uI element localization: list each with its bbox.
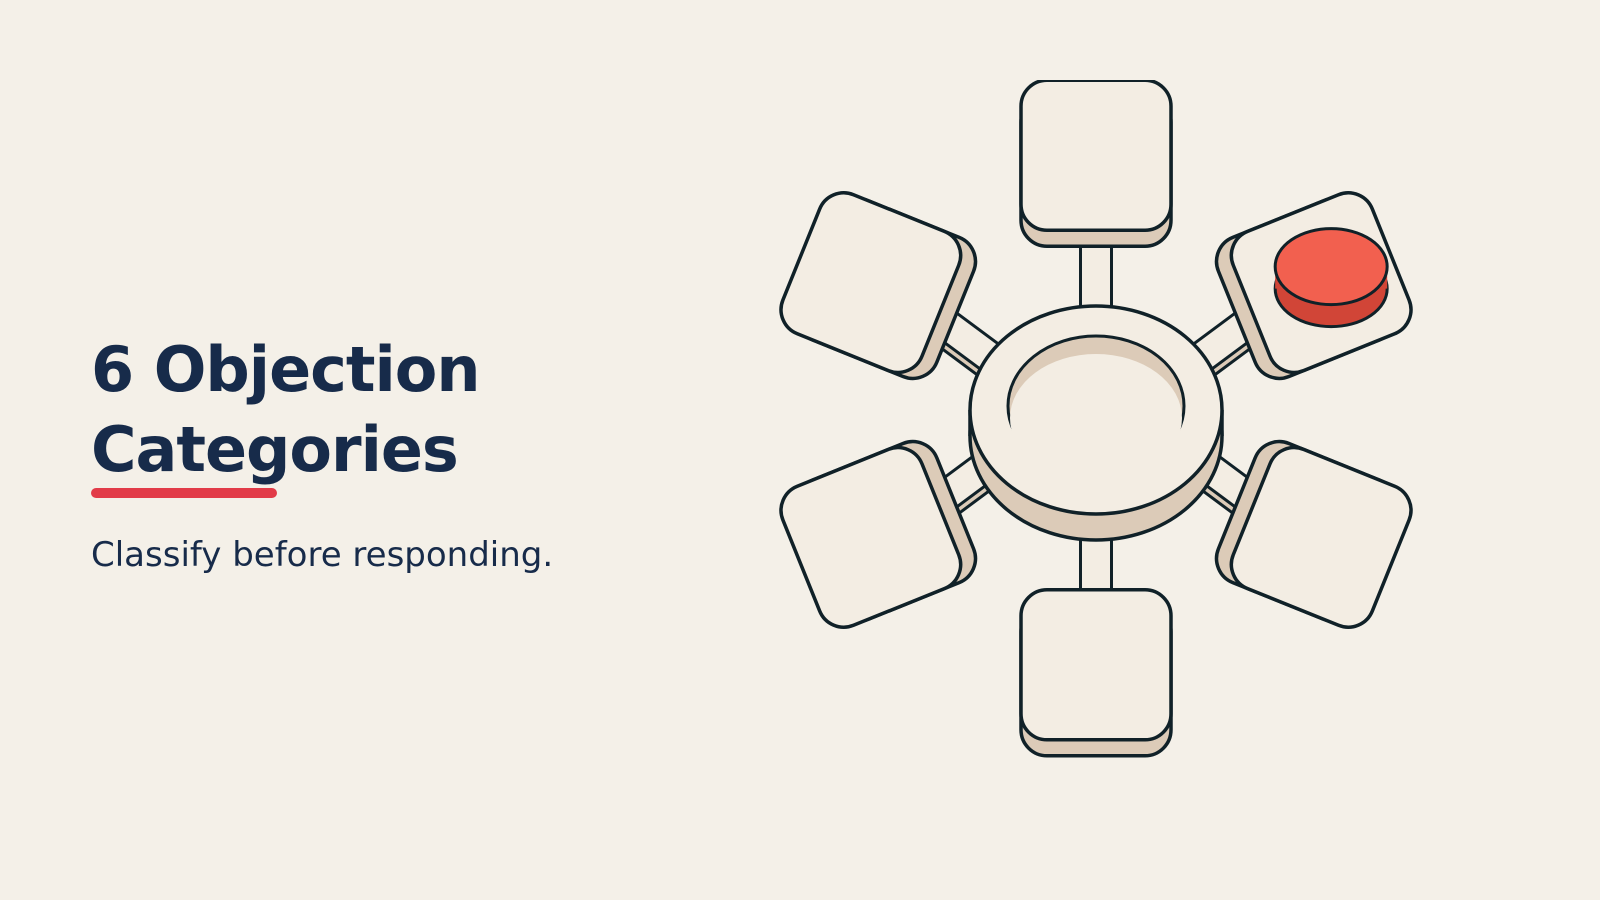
page-title-line-2: Categories <box>91 413 459 486</box>
spoke-bottom-tile <box>1019 588 1173 758</box>
hub-ring <box>968 304 1224 542</box>
page-title: 6 Objection Categories <box>91 330 651 490</box>
title-block: 6 Objection Categories <box>91 330 651 490</box>
highlight-button-icon <box>1273 227 1389 329</box>
ring-hub-icon <box>968 304 1224 542</box>
spoke-top-right-tile <box>1214 191 1413 381</box>
spoke-bottom-right-tile <box>1214 439 1413 629</box>
accent-underline <box>91 488 277 498</box>
page-title-line-1: 6 Objection <box>91 333 481 406</box>
spoke-top-tile <box>1019 80 1173 248</box>
hub-and-spoke-diagram <box>779 80 1413 758</box>
spoke-bottom-left-tile <box>779 439 978 629</box>
spoke-top-left-tile <box>779 191 978 381</box>
spoke-tiles <box>779 80 1413 758</box>
subtitle: Classify before responding. <box>91 535 554 575</box>
